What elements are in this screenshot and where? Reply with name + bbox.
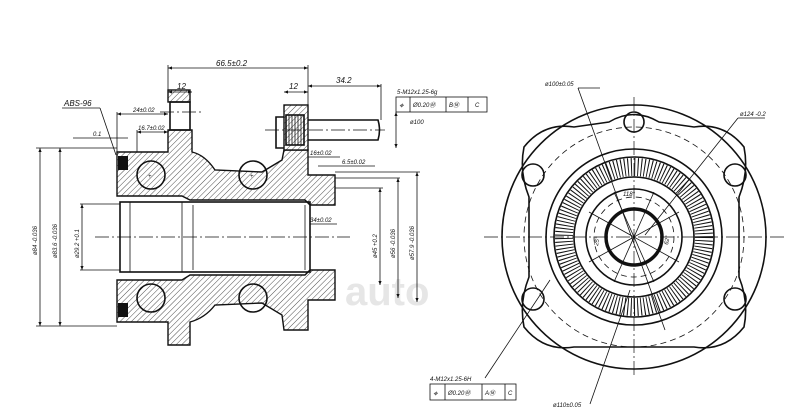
bore — [119, 201, 311, 273]
dim-dia-56: ø56 -0.036 — [391, 228, 397, 258]
dim-angle-25: 25° — [594, 236, 602, 248]
watermark: auto — [345, 270, 429, 314]
dim-dia-29-2: ø29.2 +0.1 — [75, 229, 81, 258]
front-thread-callout: 4-M12x1.25-6H ⌖ Ø0.20Ⓜ AⓂ C — [429, 377, 517, 401]
dim-pcd-110: ø110±0.05 — [553, 403, 582, 409]
outer-flange — [501, 104, 767, 370]
thread-spec: 4-M12x1.25-6H — [430, 377, 472, 383]
dim-dia-83-6: ø83.6 -0.036 — [53, 223, 59, 258]
datum-b: BⓂ — [449, 101, 460, 109]
dim-6-5: 6.5±0.02 — [342, 160, 366, 166]
abs-label: ABS-96 — [63, 99, 92, 108]
bolt-hole — [723, 287, 747, 311]
hub-front-view — [484, 97, 784, 377]
dim-stud-length: 34.2 — [336, 76, 352, 85]
front-dimension-lines — [484, 87, 765, 405]
svg-text:+: + — [250, 174, 254, 180]
dim-dia-45: ø45 +0.2 — [373, 233, 379, 258]
tolerance-value: Ø0.20Ⓜ — [412, 101, 436, 109]
hub-body-lower — [116, 269, 336, 346]
dim-flange-left: 12 — [177, 82, 186, 91]
dim-pcd-100: ø100±0.05 — [545, 82, 574, 88]
dim-overall-width: 66.5±0.2 — [216, 59, 248, 68]
bolt-hole — [723, 163, 747, 187]
dim-dia-84: ø84 -0.036 — [33, 225, 39, 255]
bolt-hole — [521, 163, 545, 187]
dim-angle-118: 118° — [623, 192, 636, 198]
center-bore — [604, 207, 664, 267]
side-thread-callout: 5-M12x1.25-6g ⌖ Ø0.20Ⓜ BⓂ C ø100 — [395, 90, 488, 126]
hub-section-view: ++ — [95, 89, 385, 346]
hub-body-upper — [116, 129, 336, 206]
svg-text:+: + — [148, 174, 152, 180]
tolerance-value: Ø0.20Ⓜ — [447, 389, 471, 397]
datum-a: AⓂ — [484, 389, 496, 397]
dim-16-7: 16.7±0.02 — [138, 126, 165, 132]
position-tolerance-icon: ⌖ — [399, 101, 405, 110]
position-tolerance-icon: ⌖ — [433, 389, 439, 398]
thread-spec: 5-M12x1.25-6g — [397, 90, 438, 96]
side-dimension-lines — [36, 65, 420, 327]
bearing-balls: ++ — [136, 160, 268, 313]
datum-c: C — [508, 391, 513, 397]
dim-flange-right: 12 — [289, 82, 298, 91]
abs-seal — [118, 156, 128, 170]
dim-runout: 0.1 — [93, 132, 101, 138]
dim-dia-124: ø124 -0.2 — [740, 112, 766, 118]
dim-34: 34±0.02 — [310, 218, 332, 224]
bolt-hole — [521, 287, 545, 311]
abs-tone-ring — [555, 158, 713, 316]
pcd-label: ø100 — [410, 120, 424, 126]
dim-dia-57-9: ø57.9 -0.036 — [410, 225, 416, 260]
dim-angle-62: 62° — [664, 235, 672, 246]
datum-c: C — [475, 103, 480, 109]
dim-16: 16±0.02 — [310, 151, 332, 157]
dim-24: 24±0.02 — [132, 108, 155, 114]
